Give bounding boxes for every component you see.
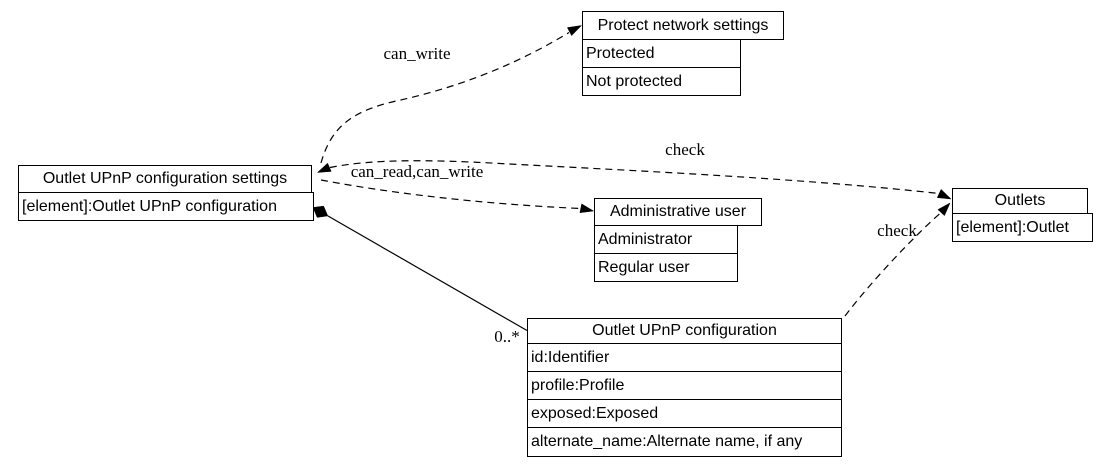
node-title: Protect network settings xyxy=(582,11,784,40)
node-row: Administrator xyxy=(594,225,738,254)
edge-check-settings-outlets xyxy=(329,160,940,195)
composition-diamond-icon xyxy=(312,205,329,218)
node-title: Administrative user xyxy=(594,198,762,226)
node-row: alternate_name:Alternate name, if any xyxy=(527,427,842,457)
edge-can-read-can-write xyxy=(320,179,582,210)
node-row: [element]:Outlet UPnP configuration xyxy=(18,192,314,221)
edge-label-multiplicity: 0..* xyxy=(494,327,520,346)
node-title: Outlet UPnP configuration xyxy=(527,318,842,344)
edge-composition xyxy=(327,215,528,332)
edge-label-can-read-can-write: can_read,can_write xyxy=(350,162,484,181)
arrowhead-into-outlets-lower xyxy=(937,202,951,217)
arrowhead-into-settings xyxy=(316,162,332,173)
edge-label-check-top: check xyxy=(665,140,705,159)
arrowhead-into-outlets-upper xyxy=(936,188,952,200)
node-row: Protected xyxy=(582,39,741,68)
node-row: id:Identifier xyxy=(527,343,842,372)
node-title: Outlets xyxy=(952,188,1088,214)
node-row: Not protected xyxy=(582,67,741,96)
node-row: exposed:Exposed xyxy=(527,399,842,428)
arrowhead-into-admin xyxy=(579,203,595,213)
edge-can-write xyxy=(320,31,570,164)
node-row: Regular user xyxy=(594,253,738,282)
edge-label-can-write: can_write xyxy=(383,44,451,63)
node-row: profile:Profile xyxy=(527,371,842,400)
edge-label-check-bottom: check xyxy=(877,221,917,240)
arrowhead-into-protect xyxy=(567,25,583,37)
edge-check-config-outlets xyxy=(844,212,942,317)
node-row: [element]:Outlet xyxy=(952,213,1093,242)
node-title: Outlet UPnP configuration settings xyxy=(18,165,312,193)
